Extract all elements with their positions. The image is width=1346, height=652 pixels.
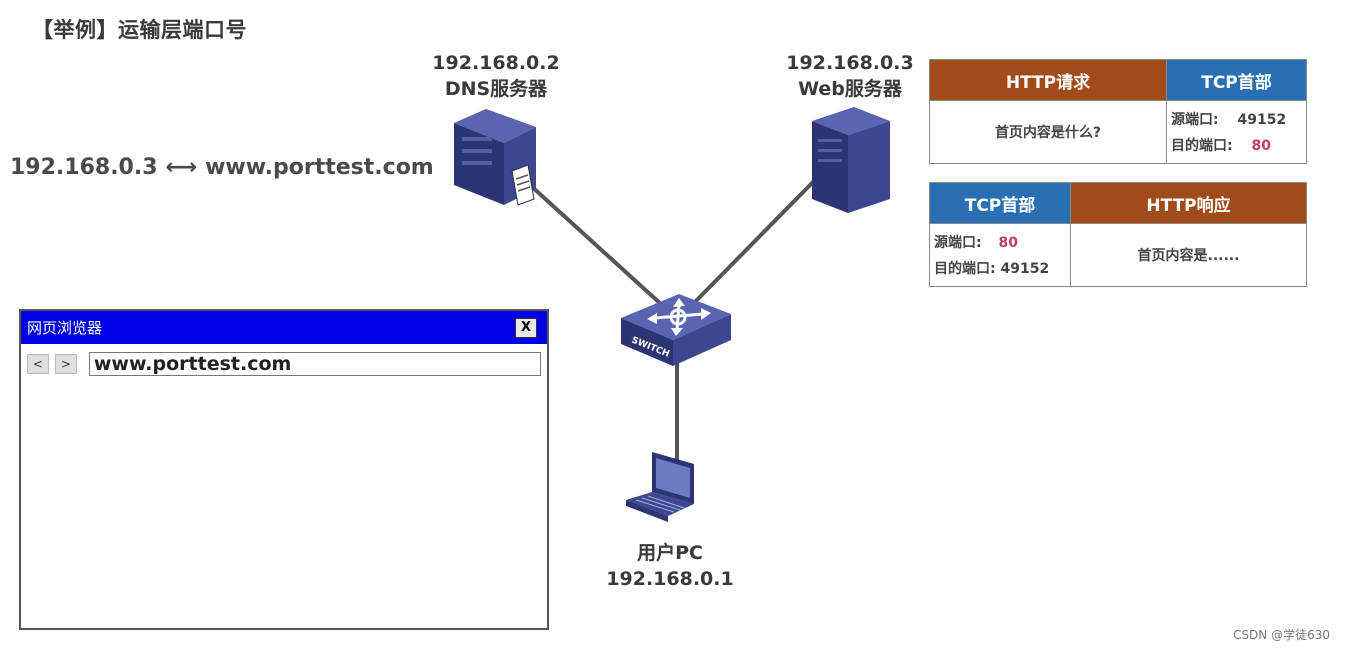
web-server-ip: 192.168.0.3 — [786, 52, 914, 74]
dns-mapping-domain: www.porttest.com — [205, 155, 434, 180]
response-dst-port-line: 目的端口: 49152 — [930, 255, 1070, 281]
request-port-cell: 源端口: 49152 目的端口: 80 — [1166, 100, 1307, 164]
request-dst-port: 80 — [1251, 138, 1271, 154]
web-server-icon — [812, 107, 890, 213]
web-server-name: Web服务器 — [798, 78, 902, 100]
dns-mapping: 192.168.0.3 ⟷ www.porttest.com — [10, 155, 434, 180]
response-content: 首页内容是...... — [1070, 223, 1307, 287]
browser-window: 网页浏览器 X < > www.porttest.com — [19, 309, 549, 630]
response-packet: TCP首部 HTTP响应 源端口: 80 目的端口: 49152 首页内容是..… — [929, 182, 1307, 287]
request-content: 首页内容是什么? — [929, 100, 1167, 164]
back-button[interactable]: < — [27, 354, 49, 374]
link-web-switch — [690, 178, 817, 307]
request-src-port: 49152 — [1237, 112, 1287, 128]
response-dst-port: 49152 — [1000, 261, 1050, 277]
dns-server-name: DNS服务器 — [444, 78, 548, 100]
user-pc-ip: 192.168.0.1 — [606, 568, 734, 590]
browser-title-bar: 网页浏览器 X — [21, 311, 547, 344]
page-title: 【举例】运输层端口号 — [32, 18, 247, 42]
request-dst-port-label: 目的端口: — [1171, 138, 1233, 154]
close-button[interactable]: X — [515, 317, 537, 338]
dns-server-label: 192.168.0.2 DNS服务器 — [426, 50, 566, 102]
user-pc-label: 用户PC 192.168.0.1 — [600, 540, 740, 592]
response-tcp-header: TCP首部 — [929, 182, 1071, 224]
request-src-port-label: 源端口: — [1171, 112, 1219, 128]
web-server-label: 192.168.0.3 Web服务器 — [780, 50, 920, 102]
watermark: CSDN @学徒630 — [1233, 628, 1330, 642]
dns-server-icon — [454, 109, 536, 206]
response-src-port: 80 — [998, 235, 1018, 251]
request-tcp-header: TCP首部 — [1166, 59, 1307, 101]
laptop-icon — [626, 452, 694, 522]
response-port-cell: 源端口: 80 目的端口: 49152 — [929, 223, 1071, 287]
response-http-header: HTTP响应 — [1070, 182, 1307, 224]
request-packet: HTTP请求 TCP首部 首页内容是什么? 源端口: 49152 目的端口: 8… — [929, 59, 1307, 164]
double-arrow-icon: ⟷ — [165, 155, 198, 180]
link-dns-switch — [528, 183, 664, 307]
user-pc-name: 用户PC — [637, 542, 703, 564]
response-dst-port-label: 目的端口: — [934, 261, 996, 277]
response-src-port-label: 源端口: — [934, 235, 982, 251]
forward-button[interactable]: > — [54, 354, 77, 374]
response-src-port-line: 源端口: 80 — [930, 229, 1070, 255]
request-dst-port-line: 目的端口: 80 — [1167, 132, 1306, 158]
dns-server-ip: 192.168.0.2 — [432, 52, 560, 74]
browser-title: 网页浏览器 — [27, 319, 103, 337]
dns-mapping-ip: 192.168.0.3 — [10, 155, 158, 180]
request-http-header: HTTP请求 — [929, 59, 1167, 101]
request-src-port-line: 源端口: 49152 — [1167, 106, 1306, 132]
browser-nav-row: < > www.porttest.com — [21, 344, 547, 384]
switch-icon: SWITCH — [621, 294, 731, 366]
address-bar[interactable]: www.porttest.com — [88, 352, 541, 376]
